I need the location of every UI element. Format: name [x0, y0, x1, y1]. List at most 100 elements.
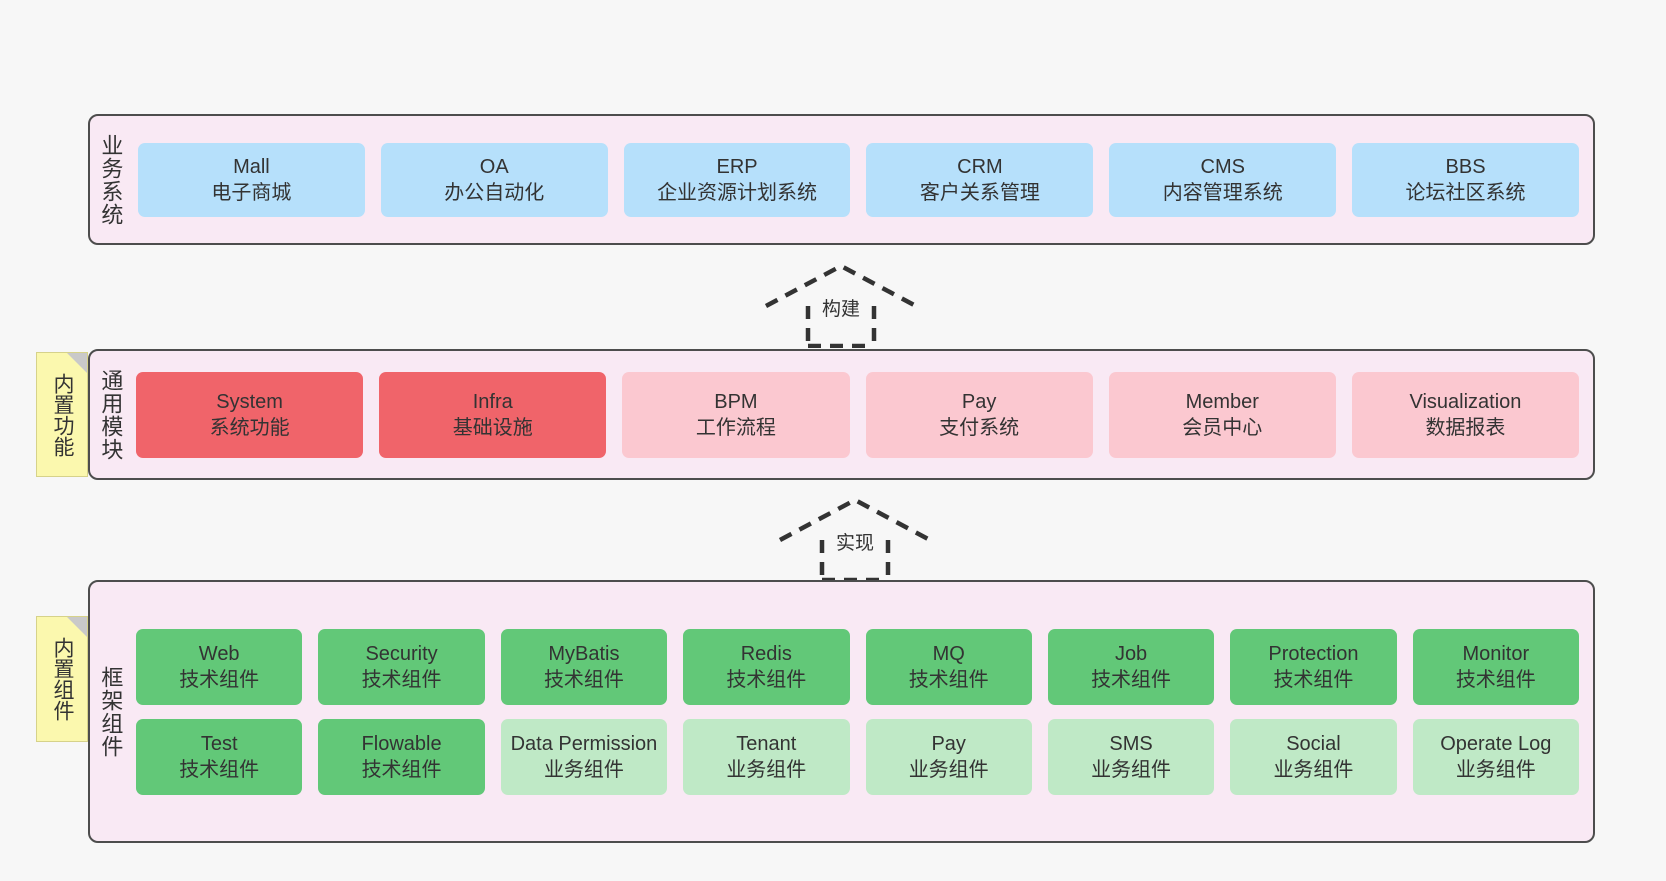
- card-redis[interactable]: Redis 技术组件: [683, 628, 850, 705]
- layer-body-common-modules: System 系统功能 Infra 基础设施 BPM 工作流程 Pay 支付系统…: [130, 351, 1593, 478]
- note-label: 内置功能: [51, 372, 75, 457]
- card-monitor[interactable]: Monitor 技术组件: [1412, 628, 1579, 705]
- card-protection[interactable]: Protection 技术组件: [1230, 628, 1397, 705]
- card-title: ERP: [716, 155, 758, 178]
- connector-implement: 实现: [770, 492, 940, 582]
- card-subtitle: 会员中心: [1182, 416, 1263, 439]
- card-title: Mall: [233, 155, 270, 178]
- card-title: MQ: [932, 642, 965, 665]
- card-title: Social: [1286, 732, 1341, 755]
- layer-body-framework-components: Web 技术组件 Security 技术组件 MyBatis 技术组件 Redi…: [130, 582, 1593, 841]
- card-title: BPM: [714, 390, 758, 413]
- card-title: Redis: [740, 642, 792, 665]
- card-subtitle: 业务组件: [1273, 758, 1354, 781]
- card-system[interactable]: System 系统功能: [136, 371, 364, 458]
- card-subtitle: 内容管理系统: [1162, 181, 1283, 204]
- note-fold-icon: [67, 353, 87, 373]
- card-member[interactable]: Member 会员中心: [1108, 371, 1336, 458]
- card-subtitle: 技术组件: [179, 758, 260, 781]
- card-subtitle: 基础设施: [452, 416, 533, 439]
- note-built-in-functions: 内置功能: [36, 352, 88, 477]
- card-title: Tenant: [736, 732, 797, 755]
- card-job[interactable]: Job 技术组件: [1047, 628, 1215, 705]
- card-subtitle: 技术组件: [543, 668, 624, 691]
- card-title: Operate Log: [1440, 732, 1552, 755]
- layer-title-business-systems: 业务系统: [98, 133, 124, 226]
- card-subtitle: 论坛社区系统: [1405, 181, 1526, 204]
- card-subtitle: 业务组件: [1455, 758, 1536, 781]
- card-subtitle: 技术组件: [908, 668, 989, 691]
- card-mall[interactable]: Mall 电子商城: [138, 142, 365, 217]
- note-built-in-components: 内置组件: [36, 616, 88, 742]
- card-subtitle: 系统功能: [209, 416, 290, 439]
- card-pay-business[interactable]: Pay 业务组件: [865, 718, 1032, 795]
- card-title: Pay: [931, 732, 966, 755]
- card-title: Visualization: [1409, 390, 1522, 413]
- card-erp[interactable]: ERP 企业资源计划系统: [623, 142, 851, 217]
- card-title: CMS: [1200, 155, 1245, 178]
- card-test[interactable]: Test 技术组件: [136, 718, 303, 795]
- card-subtitle: 业务组件: [726, 758, 807, 781]
- connector-implement-label: 实现: [835, 533, 874, 554]
- card-sms[interactable]: SMS 业务组件: [1047, 718, 1215, 795]
- card-title: MyBatis: [548, 642, 620, 665]
- card-data-permission[interactable]: Data Permission 业务组件: [500, 718, 668, 795]
- card-bpm[interactable]: BPM 工作流程: [622, 371, 850, 458]
- card-subtitle: 工作流程: [695, 416, 776, 439]
- card-pay[interactable]: Pay 支付系统: [865, 371, 1093, 458]
- note-label: 内置组件: [51, 637, 75, 721]
- card-title: Security: [365, 642, 438, 665]
- card-title: Job: [1114, 642, 1148, 665]
- card-title: Infra: [472, 390, 513, 413]
- layer-common-modules: 通用模块 System 系统功能 Infra 基础设施 BPM 工作流程 Pay…: [88, 349, 1595, 480]
- card-flowable[interactable]: Flowable 技术组件: [318, 718, 485, 795]
- card-web[interactable]: Web 技术组件: [136, 628, 303, 705]
- card-title: System: [216, 390, 283, 413]
- card-mq[interactable]: MQ 技术组件: [865, 628, 1032, 705]
- card-infra[interactable]: Infra 基础设施: [379, 371, 607, 458]
- card-subtitle: 支付系统: [939, 416, 1020, 439]
- card-subtitle: 业务组件: [1091, 758, 1172, 781]
- card-title: Pay: [961, 390, 997, 413]
- card-row: System 系统功能 Infra 基础设施 BPM 工作流程 Pay 支付系统…: [136, 371, 1580, 458]
- card-subtitle: 数据报表: [1425, 416, 1506, 439]
- card-operate-log[interactable]: Operate Log 业务组件: [1412, 718, 1579, 795]
- card-social[interactable]: Social 业务组件: [1230, 718, 1397, 795]
- card-subtitle: 技术组件: [1455, 668, 1536, 691]
- layer-title-common-modules: 通用模块: [98, 368, 124, 461]
- card-subtitle: 技术组件: [1091, 668, 1172, 691]
- card-visualization[interactable]: Visualization 数据报表: [1351, 371, 1580, 458]
- card-title: Data Permission: [510, 732, 658, 755]
- layer-body-business-systems: Mall 电子商城 OA 办公自动化 ERP 企业资源计划系统 CRM 客户关系…: [130, 116, 1593, 243]
- card-subtitle: 业务组件: [908, 758, 989, 781]
- card-subtitle: 客户关系管理: [919, 181, 1040, 204]
- layer-business-systems: 业务系统 Mall 电子商城 OA 办公自动化 ERP 企业资源计划系统 CRM…: [88, 114, 1595, 245]
- card-title: Web: [198, 642, 240, 665]
- card-crm[interactable]: CRM 客户关系管理: [866, 142, 1094, 217]
- connector-build: 构建: [756, 258, 926, 348]
- card-title: Protection: [1268, 642, 1359, 665]
- card-oa[interactable]: OA 办公自动化: [380, 142, 608, 217]
- card-title: Flowable: [361, 732, 442, 755]
- card-title: Test: [200, 732, 238, 755]
- card-title: OA: [479, 155, 509, 178]
- card-bbs[interactable]: BBS 论坛社区系统: [1352, 142, 1579, 217]
- card-subtitle: 技术组件: [179, 668, 260, 691]
- card-mybatis[interactable]: MyBatis 技术组件: [500, 628, 668, 705]
- card-title: BBS: [1445, 155, 1486, 178]
- card-title: Member: [1185, 390, 1259, 413]
- layer-title-framework-components: 框架组件: [98, 665, 124, 758]
- card-subtitle: 办公自动化: [444, 181, 545, 204]
- card-subtitle: 电子商城: [211, 181, 292, 204]
- card-row: Test 技术组件 Flowable 技术组件 Data Permission …: [136, 718, 1579, 795]
- card-subtitle: 业务组件: [543, 758, 624, 781]
- card-title: CRM: [957, 155, 1003, 178]
- card-title: Monitor: [1462, 642, 1530, 665]
- card-subtitle: 技术组件: [1273, 668, 1354, 691]
- card-cms[interactable]: CMS 内容管理系统: [1109, 142, 1337, 217]
- card-security[interactable]: Security 技术组件: [318, 628, 485, 705]
- card-tenant[interactable]: Tenant 业务组件: [683, 718, 850, 795]
- card-subtitle: 技术组件: [361, 668, 442, 691]
- card-subtitle: 企业资源计划系统: [657, 181, 818, 204]
